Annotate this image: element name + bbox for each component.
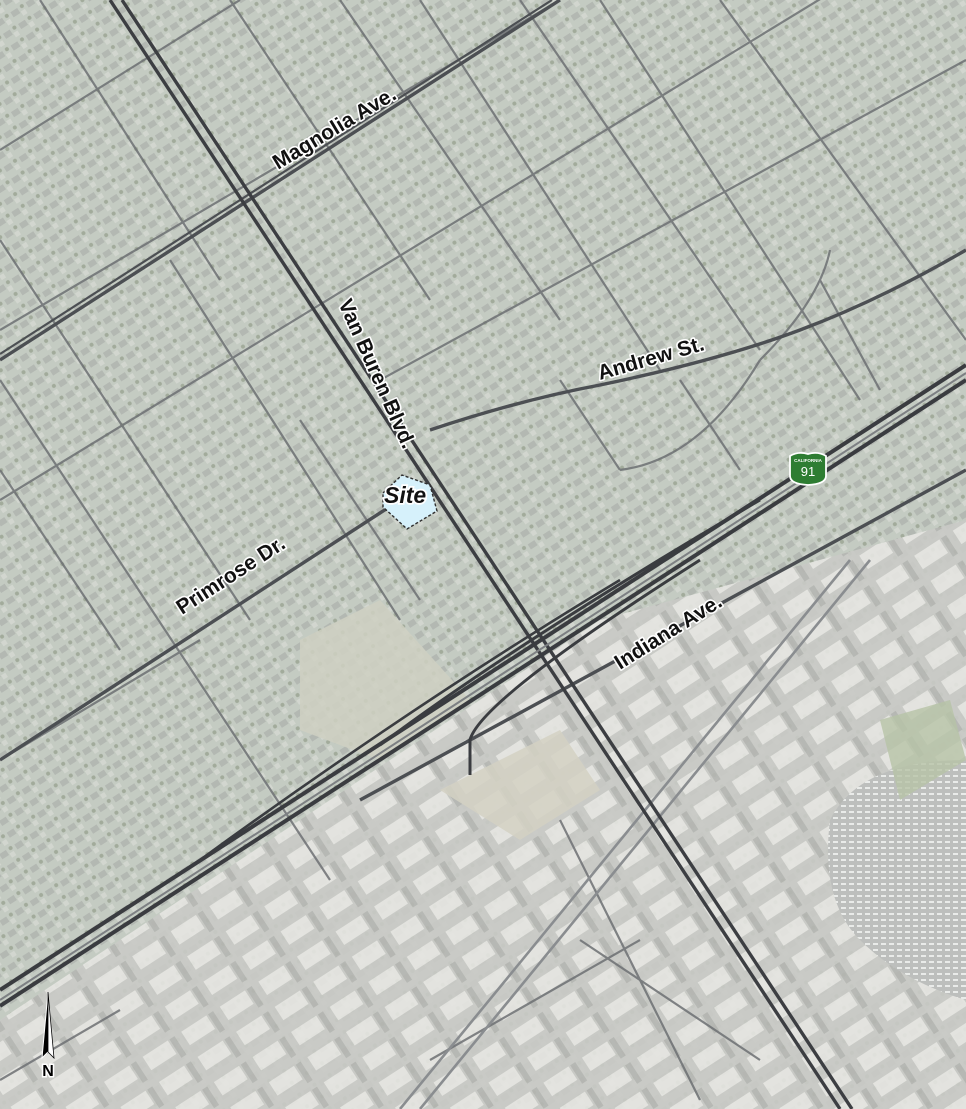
north-arrow-label: N [42,1063,54,1080]
site-label: Site [384,482,426,508]
vacant-land-south [440,730,600,840]
green-area [880,700,966,800]
vacant-land [300,600,470,760]
north-arrow-icon: N [41,991,55,1082]
magnolia-ave-road [0,0,561,362]
shield-route-number: 91 [801,464,815,479]
site-parcel [382,474,438,530]
primrose-dr-road [0,498,401,762]
andrew-st-road [429,248,966,432]
shield-state-label: CALIFORNIA [794,458,822,463]
route-91-shield-icon: CALIFORNIA 91 [789,451,827,486]
van-buren-blvd-road [108,0,854,1109]
parking-lot [828,760,966,1000]
indiana-ave-road [359,468,966,802]
